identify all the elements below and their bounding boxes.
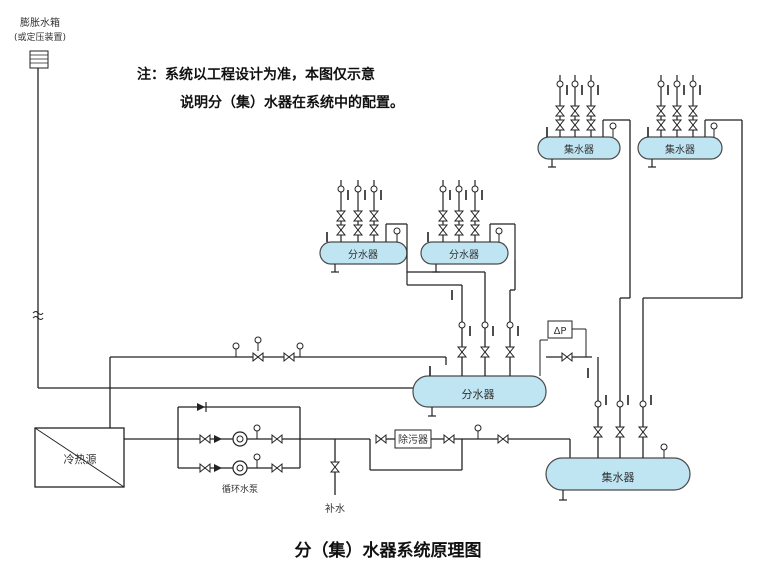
expansion-tank-sublabel: (或定压装置) [14,31,66,43]
main-collector-label: 集水器 [602,470,635,484]
main-collector: 集水器 [545,457,691,501]
main-distributor: 分水器 [412,365,547,417]
expansion-tank-label: 膨胀水箱 [20,16,60,29]
sub-distributor-right: 分水器 [420,180,516,273]
sub-distributor-left-label: 分水器 [348,249,378,261]
dp-gauge-label: ΔP [554,326,567,337]
makeup-water-label: 补水 [325,502,345,515]
pump-icon [232,431,248,447]
check-valve-icon [197,402,207,412]
dirt-separator: 除污器 [369,424,570,471]
cold-heat-source: 冷热源 [34,427,125,488]
diagram-caption: 分（集）水器系统原理图 [295,540,482,561]
expansion-tank-icon [29,50,49,69]
dirt-separator-label: 除污器 [398,433,428,446]
main-distributor-branches [451,289,519,376]
makeup-water: 补水 [325,439,345,515]
sub-collector-left: 集水器 [537,75,621,168]
note-line-2: 说明分（集）水器在系统中的配置。 [180,94,404,111]
circulation-pump-label: 循环水泵 [222,483,258,495]
sub-collector-right: 集水器 [637,75,723,168]
differential-pressure-bypass: ΔP [539,320,592,376]
main-collector-branches [587,350,668,459]
note-line-1: 注：系统以工程设计为准，本图仅示意 [137,66,375,83]
pump-group: 循环水泵 [177,402,301,495]
sub-collector-right-label: 集水器 [665,143,695,156]
cold-heat-source-label: 冷热源 [64,452,97,466]
sub-distributor-right-label: 分水器 [449,249,479,261]
main-distributor-label: 分水器 [462,388,495,401]
sub-collector-left-label: 集水器 [564,143,594,156]
expansion-tank: 膨胀水箱 (或定压装置) [14,16,413,389]
sub-distributor-left: 分水器 [319,180,408,285]
